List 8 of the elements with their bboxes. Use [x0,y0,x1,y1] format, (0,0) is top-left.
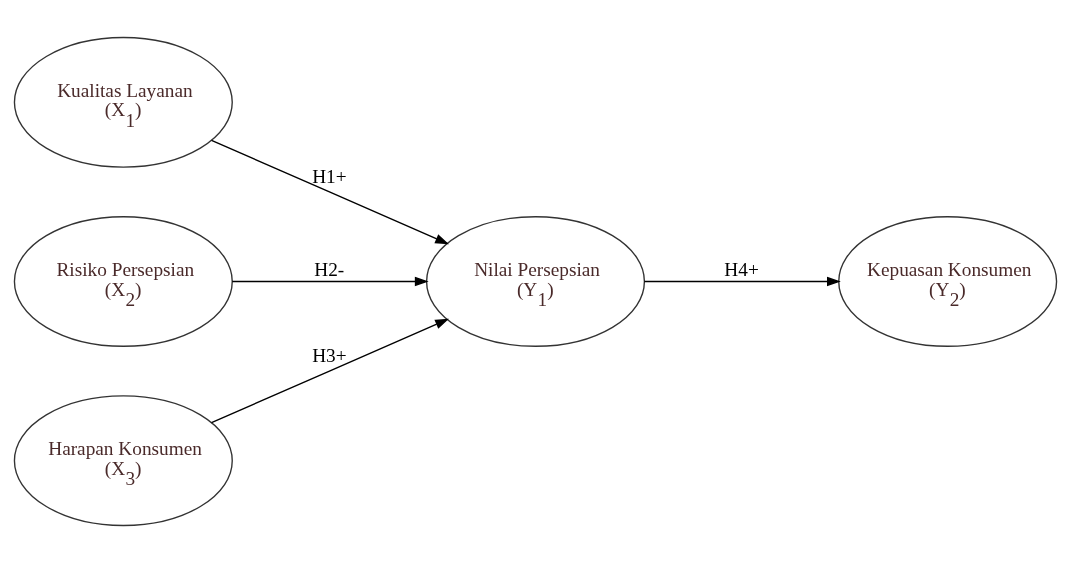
edge-label: H4+ [724,259,759,281]
arrow [210,318,449,424]
edge-label: H1+ [312,165,347,187]
edge-label: H3+ [312,344,347,366]
arrow [231,276,429,287]
edge-label: H2- [314,259,345,281]
arrow [643,276,841,287]
arrow [210,139,449,245]
